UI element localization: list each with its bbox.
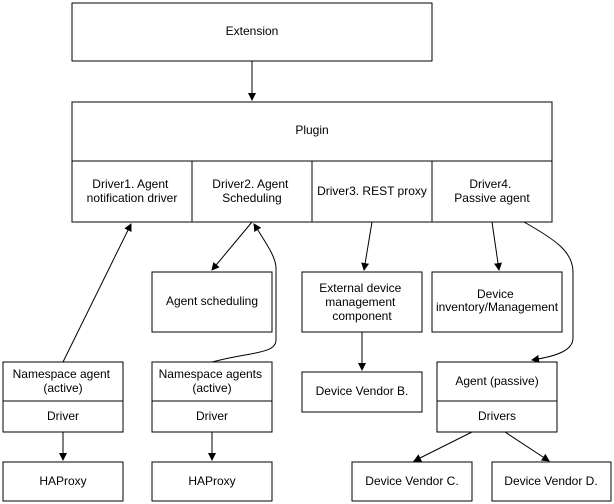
external-device-management-label: External device management component [319,281,404,323]
external-device-management-box: External device management component [301,271,423,333]
device-vendor-b-box: Device Vendor B. [301,371,423,413]
haproxy-2-box: HAProxy [151,461,273,502]
arrow-driver4-to-agent-passive [523,221,574,363]
device-inventory-label: Device inventory/Management [436,287,559,314]
device-vendor-d-box: Device Vendor D. [491,461,612,502]
agent-scheduling-label: Agent scheduling [166,294,258,308]
arrow-namespace-agent-to-driver1 [62,223,132,363]
arrow-driver3-to-external-device-mgmt [361,221,373,271]
extension-box: Extension [71,2,433,62]
namespace-agent-active-label: Namespace agent (active) [13,367,114,395]
agent-passive-drivers-label: Drivers [478,409,516,423]
haproxy-1-label: HAProxy [39,474,86,488]
haproxy-1-box: HAProxy [2,461,124,502]
namespace-agents-active-label: Namespace agents (active) [159,367,266,395]
driver2-label: Driver2. Agent Scheduling [212,177,291,205]
device-vendor-b-label: Device Vendor B. [316,384,409,398]
arrow-driver2-to-agent-scheduling [211,221,253,271]
device-inventory-box: Device inventory/Management [431,271,563,333]
arrow-driver4-to-device-inventory [491,221,502,271]
agent-passive-label: Agent (passive) [455,374,538,388]
connectors [59,61,574,462]
haproxy-2-label: HAProxy [188,474,235,488]
agent-scheduling-box: Agent scheduling [151,271,273,333]
driver1-label: Driver1. Agent notification driver [87,177,178,205]
arrow-drivers-to-vendor-c [413,431,473,462]
driver3-label: Driver3. REST proxy [317,184,427,198]
device-vendor-c-label: Device Vendor C. [365,474,458,488]
arrow-drivers-to-vendor-d [504,431,550,462]
driver4-label: Driver4. Passive agent [454,177,530,205]
plugin-box: Plugin Driver1. Agent notification drive… [71,101,553,223]
device-vendor-c-box: Device Vendor C. [351,461,473,502]
namespace-agent-active-box: Namespace agent (active) Driver [2,361,124,433]
namespace-agents-driver-label: Driver [196,409,228,423]
agent-passive-box: Agent (passive) Drivers [436,361,558,433]
namespace-agent-driver-label: Driver [47,409,79,423]
plugin-label: Plugin [295,123,328,137]
arrow-namespace-agents-to-driver2 [211,223,277,363]
namespace-agents-active-box: Namespace agents (active) Driver [151,361,273,433]
extension-label: Extension [226,24,279,38]
device-vendor-d-label: Device Vendor D. [504,474,597,488]
